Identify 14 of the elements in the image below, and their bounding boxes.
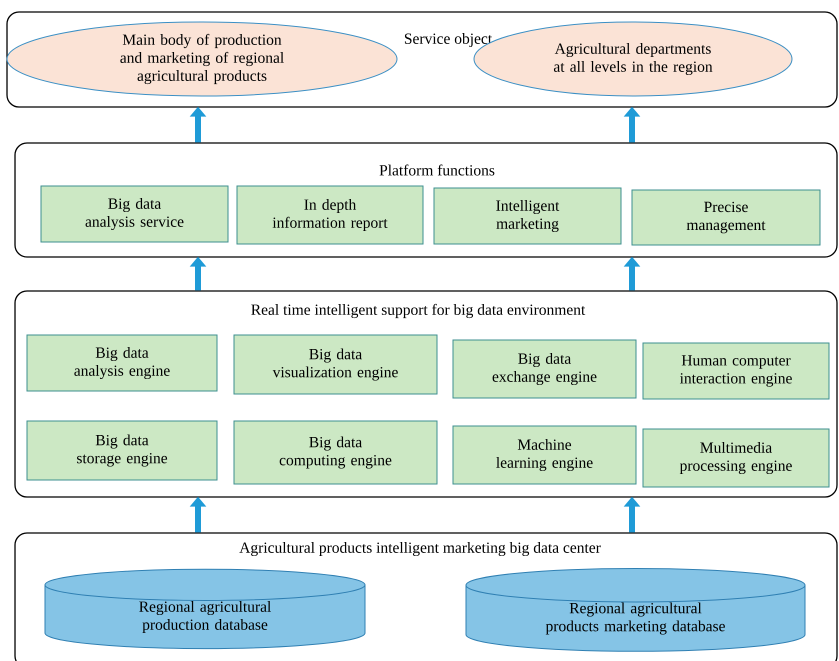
function-box: Machine learning engine xyxy=(452,426,636,484)
function-box: Multimedia processing engine xyxy=(642,428,830,488)
database-cylinder: Regional agricultural products marketing database xyxy=(466,568,806,652)
function-box: Big data visualization engine xyxy=(234,334,438,394)
function-box: In depth information report xyxy=(236,186,424,244)
function-box: Big data exchange engine xyxy=(452,340,636,398)
function-box: Big data computing engine xyxy=(234,420,438,484)
database-cylinder: Regional agricultural production database xyxy=(44,568,366,650)
function-box: Big data storage engine xyxy=(26,420,218,480)
function-box: Big data analysis engine xyxy=(26,334,218,392)
function-box: Human computer interaction engine xyxy=(642,342,830,400)
function-box: Big data analysis service xyxy=(40,186,228,242)
function-box: Intelligent marketing xyxy=(434,188,622,244)
function-box: Precise management xyxy=(632,190,820,246)
